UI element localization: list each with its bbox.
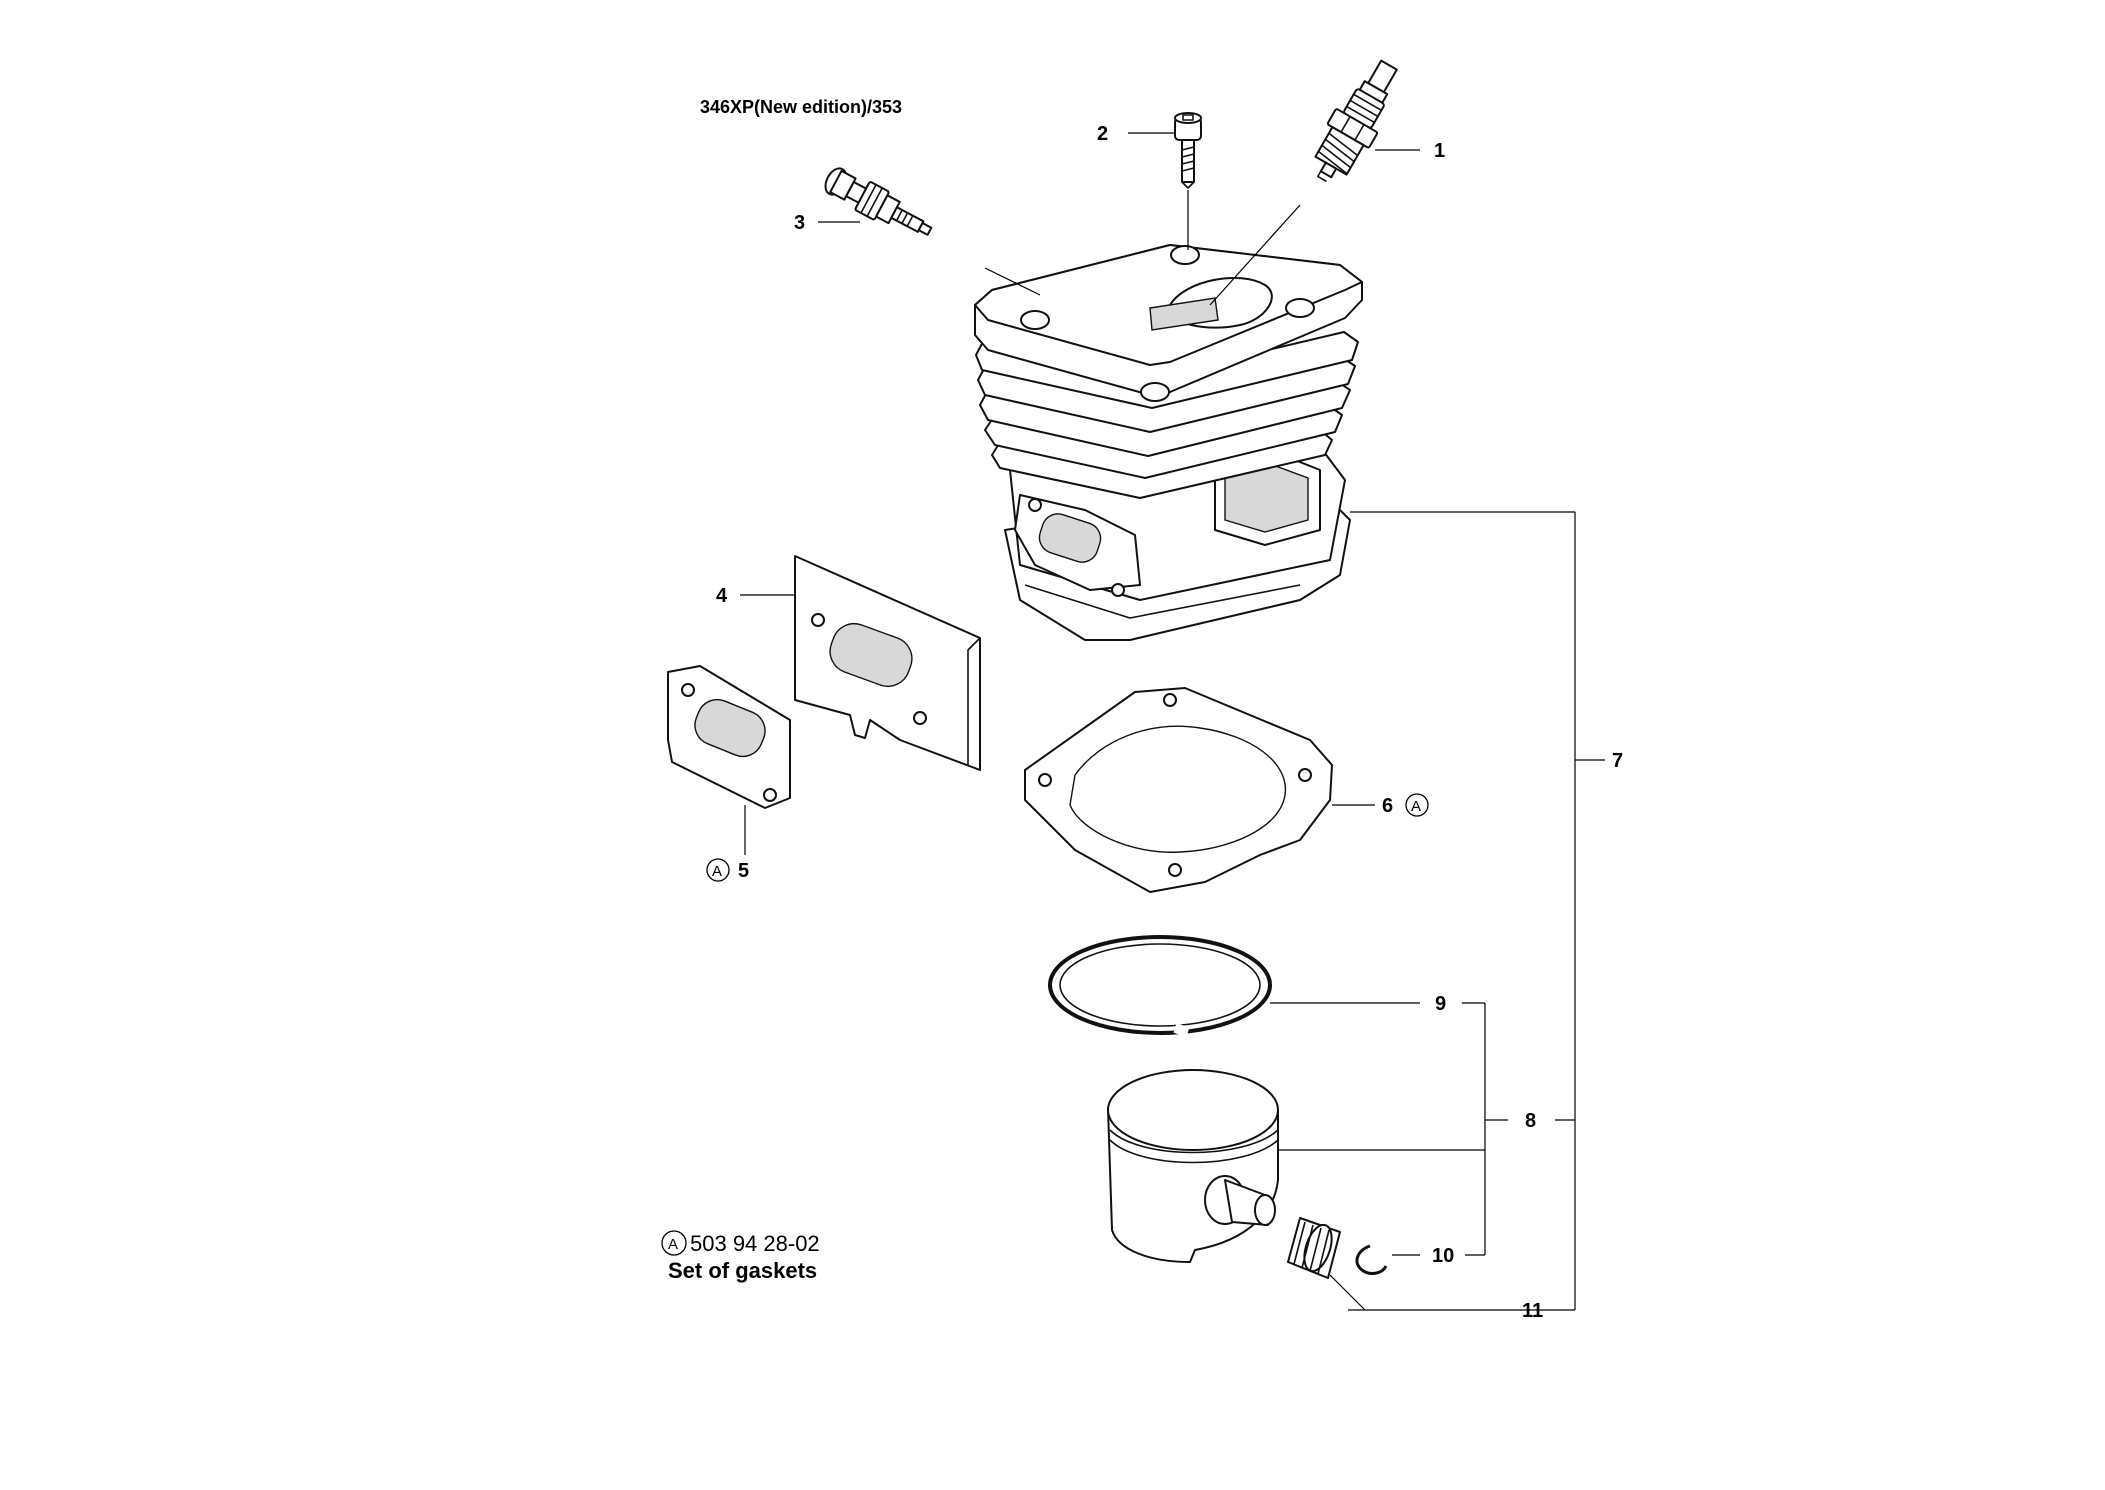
callout-11: 11 bbox=[1522, 1300, 1543, 1322]
callout-6: 6 bbox=[1382, 795, 1393, 817]
kit-marker-5: A bbox=[712, 863, 722, 880]
callout-2: 2 bbox=[1097, 123, 1108, 145]
kit-marker-6: A bbox=[1411, 798, 1421, 815]
kit-legend-marker: A bbox=[668, 1236, 678, 1253]
decompression-valve-part bbox=[824, 167, 933, 236]
callout-5-group: A 5 bbox=[706, 858, 749, 882]
leader-lines bbox=[740, 132, 1605, 1311]
screw-part bbox=[1174, 112, 1202, 189]
spark-plug-part bbox=[1314, 59, 1398, 183]
callout-6-group: 6 A bbox=[1382, 793, 1429, 817]
callout-9: 9 bbox=[1435, 993, 1446, 1015]
piston-ring-part bbox=[1048, 935, 1272, 1037]
kit-part-number: 503 94 28-02 bbox=[690, 1231, 820, 1256]
callout-7: 7 bbox=[1612, 750, 1623, 772]
callout-10: 10 bbox=[1432, 1245, 1454, 1267]
callout-5: 5 bbox=[738, 860, 749, 882]
kit-marker-icon bbox=[1405, 793, 1429, 817]
callout-3: 3 bbox=[794, 212, 805, 234]
callout-4: 4 bbox=[716, 585, 728, 607]
needle-bearing-part bbox=[1287, 1217, 1341, 1279]
circlip-part bbox=[1355, 1244, 1388, 1275]
kit-name: Set of gaskets bbox=[668, 1258, 817, 1283]
diagram-title: 346XP(New edition)/353 bbox=[700, 97, 902, 117]
kit-marker-icon bbox=[661, 1230, 687, 1256]
callout-1: 1 bbox=[1434, 140, 1445, 162]
heat-shield-part bbox=[794, 555, 981, 771]
base-gasket-part bbox=[1024, 687, 1333, 893]
callout-8: 8 bbox=[1525, 1110, 1536, 1132]
kit-legend: A 503 94 28-02 Set of gaskets bbox=[661, 1230, 820, 1283]
cylinder-part bbox=[974, 244, 1363, 641]
kit-marker-icon bbox=[706, 858, 730, 882]
exhaust-gasket-part bbox=[667, 665, 791, 809]
piston-part bbox=[1107, 1069, 1279, 1263]
